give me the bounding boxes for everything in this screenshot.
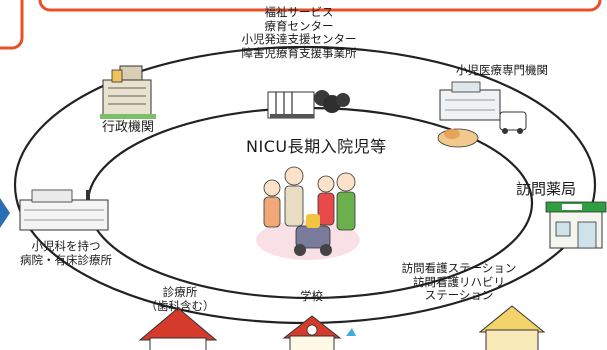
family-illustration — [263, 166, 356, 256]
nursing-station-label: 訪問看護ステーション 訪問看護リハビリ ステーション — [392, 261, 526, 303]
welfare-line-3: 小児発達支援センター — [241, 32, 357, 47]
welfare-line-1: 福祉サービス — [264, 5, 334, 19]
clinic-line-2: （歯科含む） — [145, 298, 215, 313]
pharmacy-icon — [545, 201, 607, 249]
pediatric-specialist-label: 小児医療専門機関 — [456, 63, 548, 77]
left-red-frame — [0, 0, 24, 50]
hospital-line-2: 病院・有床診療所 — [20, 252, 112, 267]
left-arrow-icon — [0, 198, 10, 228]
clinic-line-1: 診療所 — [162, 285, 198, 299]
specialist-hospital-icon — [437, 81, 527, 148]
welfare-line-2: 療育センター — [264, 18, 334, 33]
welfare-line-4: 障害児療育支援事業所 — [241, 45, 357, 60]
nursing-line-1: 訪問看護ステーション — [401, 261, 517, 275]
school-icon — [282, 315, 356, 350]
clinic-label: 診療所 （歯科含む） — [130, 285, 230, 313]
government-building-icon — [100, 65, 156, 119]
top-red-frame — [38, 0, 602, 12]
clinic-house-icon — [138, 307, 218, 350]
nursing-line-2: 訪問看護リハビリ — [413, 274, 505, 289]
nursing-line-3: ステーション — [424, 288, 494, 303]
left-hospital-icon — [19, 189, 109, 231]
center-title: NICU長期入院児等 — [246, 137, 387, 156]
pharmacy-label: 訪問薬局 — [516, 180, 577, 198]
welfare-services-label: 福祉サービス 療育センター 小児発達支援センター 障害児療育支援事業所 — [224, 5, 374, 60]
welfare-facility-icon — [267, 90, 350, 119]
school-label: 学校 — [300, 289, 323, 303]
home-icon — [478, 305, 546, 350]
hospital-line-1: 小児科を持つ — [31, 239, 101, 253]
government-label: 行政機関 — [102, 120, 155, 135]
hospital-label: 小児科を持つ 病院・有床診療所 — [10, 239, 122, 267]
